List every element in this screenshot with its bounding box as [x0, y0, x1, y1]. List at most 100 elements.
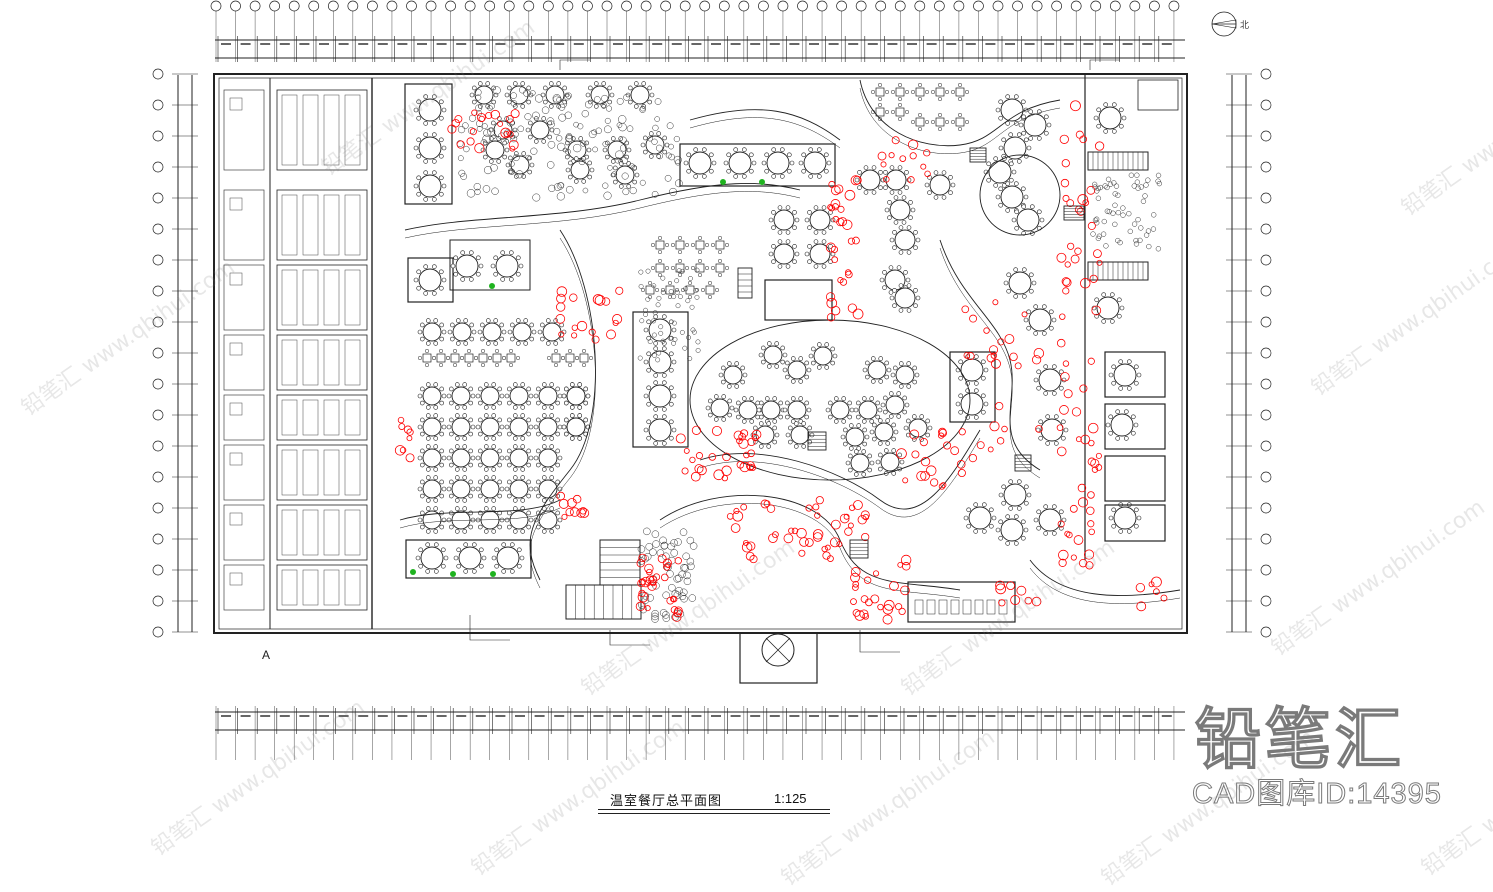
building-outline [213, 73, 1188, 634]
round-table [804, 239, 836, 269]
kitchen-zone [223, 78, 373, 629]
dining-tables [417, 81, 1142, 546]
north-arrow [1211, 11, 1237, 37]
round-table [413, 94, 447, 126]
cad-drawing-canvas: 北 A 温室餐厅总平面图 1:125 铅笔汇 CAD图库ID:14395 铅笔汇… [17, 0, 1493, 891]
round-table [561, 382, 591, 410]
round-table [798, 147, 832, 179]
round-table [880, 391, 910, 419]
round-table [417, 318, 447, 346]
drawing-scale: 1:125 [774, 791, 807, 806]
cad-id-label: CAD图库ID:14395 [1192, 778, 1442, 811]
round-table [475, 382, 505, 410]
round-table [723, 147, 757, 179]
round-table [417, 506, 447, 534]
round-table [533, 413, 563, 441]
round-table [602, 136, 632, 164]
round-table [533, 382, 563, 410]
round-table [718, 361, 748, 389]
round-table [983, 156, 1017, 188]
round-table [643, 380, 677, 412]
north-mark: 北 [1240, 20, 1250, 30]
garden-paths [399, 79, 1181, 604]
round-table [417, 382, 447, 410]
red-plants [394, 100, 1168, 625]
round-table [854, 165, 886, 195]
grid-axis-label: A [262, 648, 271, 662]
round-table [475, 475, 505, 503]
round-table [963, 502, 997, 534]
round-table [643, 414, 677, 446]
round-table [1108, 359, 1142, 391]
round-table [768, 239, 800, 269]
right-dimension-strip [1226, 68, 1272, 638]
green-markers [410, 179, 765, 577]
round-table [880, 165, 912, 195]
round-table [890, 361, 920, 389]
round-table [1091, 292, 1125, 324]
right-private-rooms [1084, 74, 1179, 560]
round-table [504, 413, 534, 441]
round-table [750, 421, 780, 449]
central-lawn-edge [689, 319, 971, 481]
round-table [413, 264, 447, 296]
round-table [1105, 409, 1139, 441]
round-table [504, 81, 534, 109]
round-table [808, 342, 838, 370]
round-table [889, 283, 921, 313]
round-table [1093, 102, 1127, 134]
round-table [643, 314, 677, 346]
round-table [490, 250, 524, 282]
round-table [447, 318, 477, 346]
round-table [537, 318, 567, 346]
round-table [683, 147, 717, 179]
round-table [955, 388, 989, 420]
drawing-title: 温室餐厅总平面图 [610, 794, 723, 809]
round-table [640, 131, 670, 159]
round-table [840, 423, 870, 451]
round-table [853, 396, 883, 424]
round-table [768, 205, 800, 235]
round-table [1033, 364, 1067, 396]
round-table [562, 136, 592, 164]
round-table [869, 418, 899, 446]
round-table [705, 394, 735, 422]
round-table [804, 205, 836, 235]
round-table [446, 382, 476, 410]
round-table [413, 132, 447, 164]
round-table [903, 414, 933, 442]
round-table [525, 116, 555, 144]
round-table [477, 318, 507, 346]
bottom-dimension-strip [215, 708, 1185, 734]
square-tables [417, 82, 970, 368]
round-table [565, 156, 595, 184]
round-table [625, 81, 655, 109]
main-entrance [739, 632, 818, 684]
right-plaza-edge [979, 154, 1061, 236]
left-dimension-strip [152, 68, 198, 638]
round-table [995, 514, 1029, 546]
round-table [417, 444, 447, 472]
round-table [475, 413, 505, 441]
floor-plan [152, 0, 1272, 760]
round-table [875, 448, 905, 476]
round-table [453, 542, 487, 574]
round-table [825, 396, 855, 424]
round-table [475, 506, 505, 534]
round-table [480, 136, 510, 164]
round-table [845, 449, 875, 477]
round-table [955, 354, 989, 386]
round-table [507, 318, 537, 346]
round-table [785, 421, 815, 449]
round-table [504, 506, 534, 534]
round-table [561, 413, 591, 441]
round-table [761, 147, 795, 179]
round-table [533, 506, 563, 534]
round-table [1035, 414, 1069, 446]
wood-deck [565, 151, 1149, 620]
round-table [884, 195, 916, 225]
leader-lines [469, 59, 1120, 653]
round-table [995, 181, 1029, 213]
round-table [475, 444, 505, 472]
brand-logo: 铅笔汇 [1194, 700, 1405, 778]
